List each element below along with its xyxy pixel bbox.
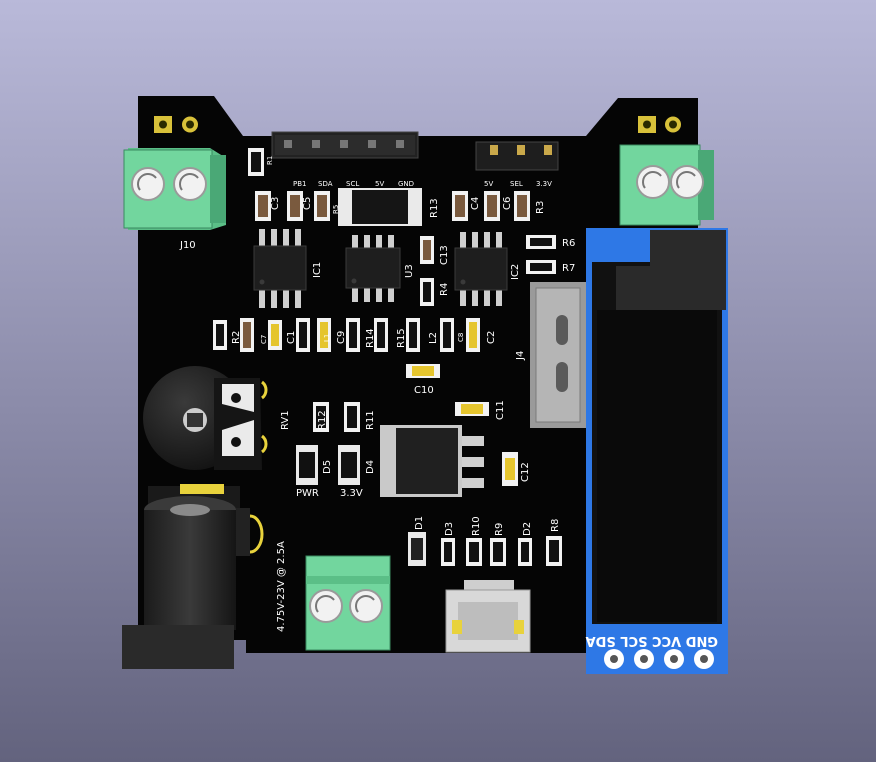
label-j10: J10 [179, 240, 196, 251]
label-r6: R6 [562, 238, 575, 249]
header-pin-5v: 5V [375, 180, 384, 188]
label-r5: R5 [332, 205, 340, 214]
header-pin-sda: SDA [318, 180, 333, 188]
label-ic2: IC2 [510, 264, 521, 280]
voltage-regulator [380, 425, 484, 497]
label-pwr: PWR [296, 488, 319, 499]
right-terminal-mount-pads [638, 116, 681, 133]
potentiometer-rv1 [143, 366, 268, 470]
header-pin-gnd: GND [398, 180, 414, 188]
ic2-chip [454, 232, 508, 306]
connector-j4 [530, 282, 586, 428]
label-c11: C11 [495, 400, 506, 420]
label-d1: D1 [414, 516, 425, 530]
label-r10: R10 [471, 516, 482, 536]
label-c10: C10 [414, 385, 434, 396]
label-r3: R3 [535, 201, 546, 214]
jumper-pin-5v: 5V [484, 180, 493, 188]
screw-terminal-right [619, 144, 714, 226]
label-c1: C1 [286, 331, 297, 344]
label-c3: C3 [270, 197, 281, 210]
label-l2: L2 [428, 332, 439, 344]
label-r4: R4 [439, 283, 450, 296]
smd-components-bottom [408, 532, 562, 566]
label-ic1: IC1 [312, 262, 323, 278]
label-r12: R12 [317, 410, 328, 430]
label-l1: L1 [323, 334, 331, 342]
label-rv1: RV1 [280, 410, 291, 430]
micro-usb-connector [445, 580, 531, 653]
jumper-pin-sel: SEL [510, 180, 523, 188]
label-r11: R11 [365, 410, 376, 430]
smd-components-top [248, 148, 530, 221]
oled-module [586, 228, 728, 674]
label-r2: R2 [231, 331, 242, 344]
screw-terminal-j10 [123, 148, 226, 230]
resistor-r13 [338, 188, 422, 226]
label-3v3: 3.3V [340, 488, 363, 499]
jumper-pin-3v3: 3.3V [536, 180, 552, 188]
label-r15: R15 [396, 328, 407, 348]
j10-mount-pads [154, 116, 198, 133]
ic1-chip [253, 229, 307, 308]
pin-header-3 [475, 141, 559, 171]
label-u3: U3 [404, 264, 415, 278]
label-d2: D2 [522, 522, 533, 536]
smd-components-middle [213, 235, 556, 486]
label-c4: C4 [470, 197, 481, 210]
label-r1: R1 [266, 156, 274, 165]
oled-pin-labels: GND VCC SCL SDA [586, 633, 718, 648]
u3-chip [345, 235, 401, 302]
label-r7: R7 [562, 263, 575, 274]
header-pin-scl: SCL [346, 180, 359, 188]
label-c2: C2 [486, 331, 497, 344]
label-c13: C13 [439, 245, 450, 265]
label-c9: C9 [336, 331, 347, 344]
input-rating-label: 4.75V-23V @ 2.5A [276, 541, 287, 632]
label-c6: C6 [502, 197, 513, 210]
label-c7: C7 [260, 335, 268, 344]
label-d5: D5 [322, 460, 333, 474]
label-d3: D3 [444, 522, 455, 536]
label-r9: R9 [494, 523, 505, 536]
label-c12: C12 [520, 462, 531, 482]
label-c5: C5 [302, 197, 313, 210]
screw-terminal-bottom [305, 555, 391, 651]
pin-header-5 [271, 131, 419, 159]
label-r14: R14 [365, 328, 376, 348]
label-r8: R8 [550, 519, 561, 532]
label-c8: C8 [457, 333, 465, 342]
dc-barrel-jack [122, 484, 264, 669]
label-j4: J4 [515, 351, 526, 361]
label-r13: R13 [429, 198, 440, 218]
label-d4: D4 [365, 460, 376, 474]
header-pin-pb1: PB1 [293, 180, 306, 188]
